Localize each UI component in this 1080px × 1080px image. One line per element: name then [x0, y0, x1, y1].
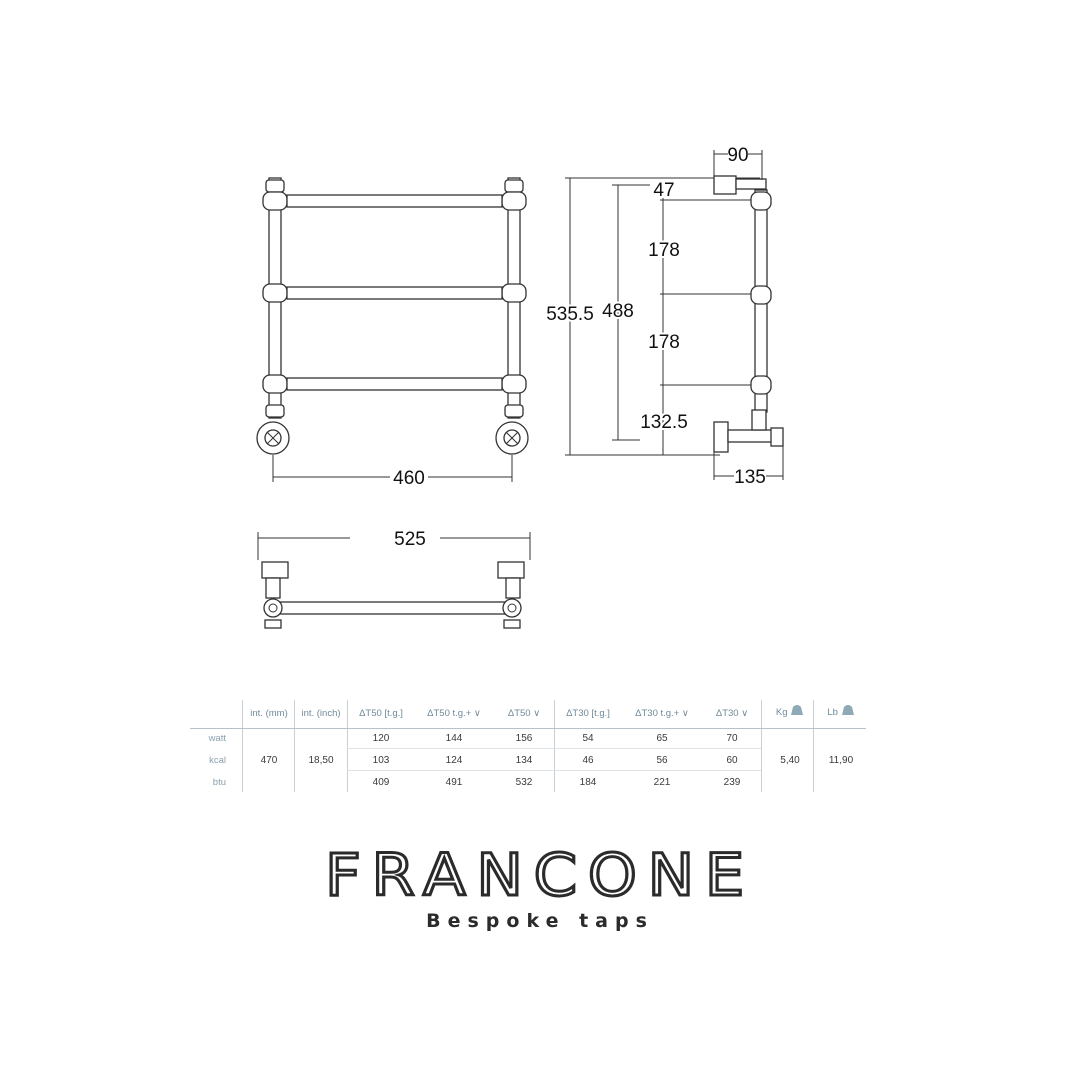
- dim-depth-bottom: 135: [734, 467, 766, 488]
- dim-height-total: 535.5: [546, 304, 594, 325]
- dim-width-overall: 525: [394, 529, 426, 550]
- int-inch-value: 18,50: [308, 755, 334, 766]
- table-cell: 124: [445, 755, 463, 766]
- table-cell: 239: [723, 777, 741, 788]
- table-cell: 60: [726, 755, 738, 766]
- table-cell: 56: [656, 755, 668, 766]
- int-mm-value: 470: [260, 755, 278, 766]
- kg-value: 5,40: [780, 755, 800, 766]
- table-cell: 184: [579, 777, 597, 788]
- brand-tagline: Bespoke taps: [426, 910, 654, 932]
- weight-icon: [841, 705, 854, 715]
- lb-value: 11,90: [828, 755, 854, 766]
- technical-drawing: 460 535.5 488 47 178 178 132.5 90: [256, 145, 784, 629]
- brand-name: FRANCONE: [325, 841, 755, 909]
- front-view: 460: [256, 177, 529, 489]
- weight-icon: [791, 705, 804, 715]
- table-cell: 54: [582, 733, 594, 744]
- table-cell: 134: [515, 755, 533, 766]
- table-cell: 70: [726, 733, 738, 744]
- table-cell: 532: [515, 777, 533, 788]
- row-label-kcal: kcal: [209, 755, 226, 766]
- row-label-btu: btu: [212, 777, 226, 788]
- dim-top-offset: 47: [653, 180, 674, 201]
- brand-logo: FRANCONE Bespoke taps: [0, 840, 1080, 950]
- dim-width-centres: 460: [393, 468, 425, 489]
- col-header-lb: Lb: [817, 705, 865, 718]
- table-cell: 491: [445, 777, 463, 788]
- table-cell: 156: [515, 733, 533, 744]
- logo-wordmark: FRANCONE: [324, 840, 755, 911]
- dim-depth-top: 90: [727, 145, 748, 166]
- table-cell: 120: [372, 733, 390, 744]
- col-header-dt50-tg-v: ΔT50 t.g.+ ∨: [427, 708, 481, 719]
- table-cell: 65: [656, 733, 668, 744]
- table-cell: 46: [582, 755, 594, 766]
- col-header-dt50-v: ΔT50 ∨: [507, 708, 541, 719]
- row-label-watt: watt: [208, 733, 226, 744]
- table-cell: 103: [372, 755, 390, 766]
- col-header-dt30-v: ΔT30 ∨: [715, 708, 749, 719]
- side-view: 535.5 488 47 178 178 132.5 90 135: [544, 145, 784, 488]
- col-header-dt30-tg: ΔT30 [t.g.]: [566, 708, 610, 719]
- table-cell: 409: [372, 777, 390, 788]
- col-header-dt30-tg-v: ΔT30 t.g.+ ∨: [635, 708, 689, 719]
- col-header-int-mm: int. (mm): [250, 708, 288, 719]
- col-header-kg: Kg: [766, 705, 814, 718]
- plan-view: 525: [257, 529, 531, 629]
- dim-height-rails: 488: [602, 301, 634, 322]
- col-header-dt50-tg: ΔT50 [t.g.]: [359, 708, 403, 719]
- spec-table: int. (mm) int. (inch) ΔT50 [t.g.] ΔT50 t…: [190, 700, 870, 792]
- dim-gap-upper: 178: [648, 240, 680, 261]
- table-cell: 144: [445, 733, 463, 744]
- dim-gap-lower: 178: [648, 332, 680, 353]
- table-cell: 221: [653, 777, 671, 788]
- dim-bottom-offset: 132.5: [640, 412, 688, 433]
- col-header-int-inch: int. (inch): [301, 708, 341, 719]
